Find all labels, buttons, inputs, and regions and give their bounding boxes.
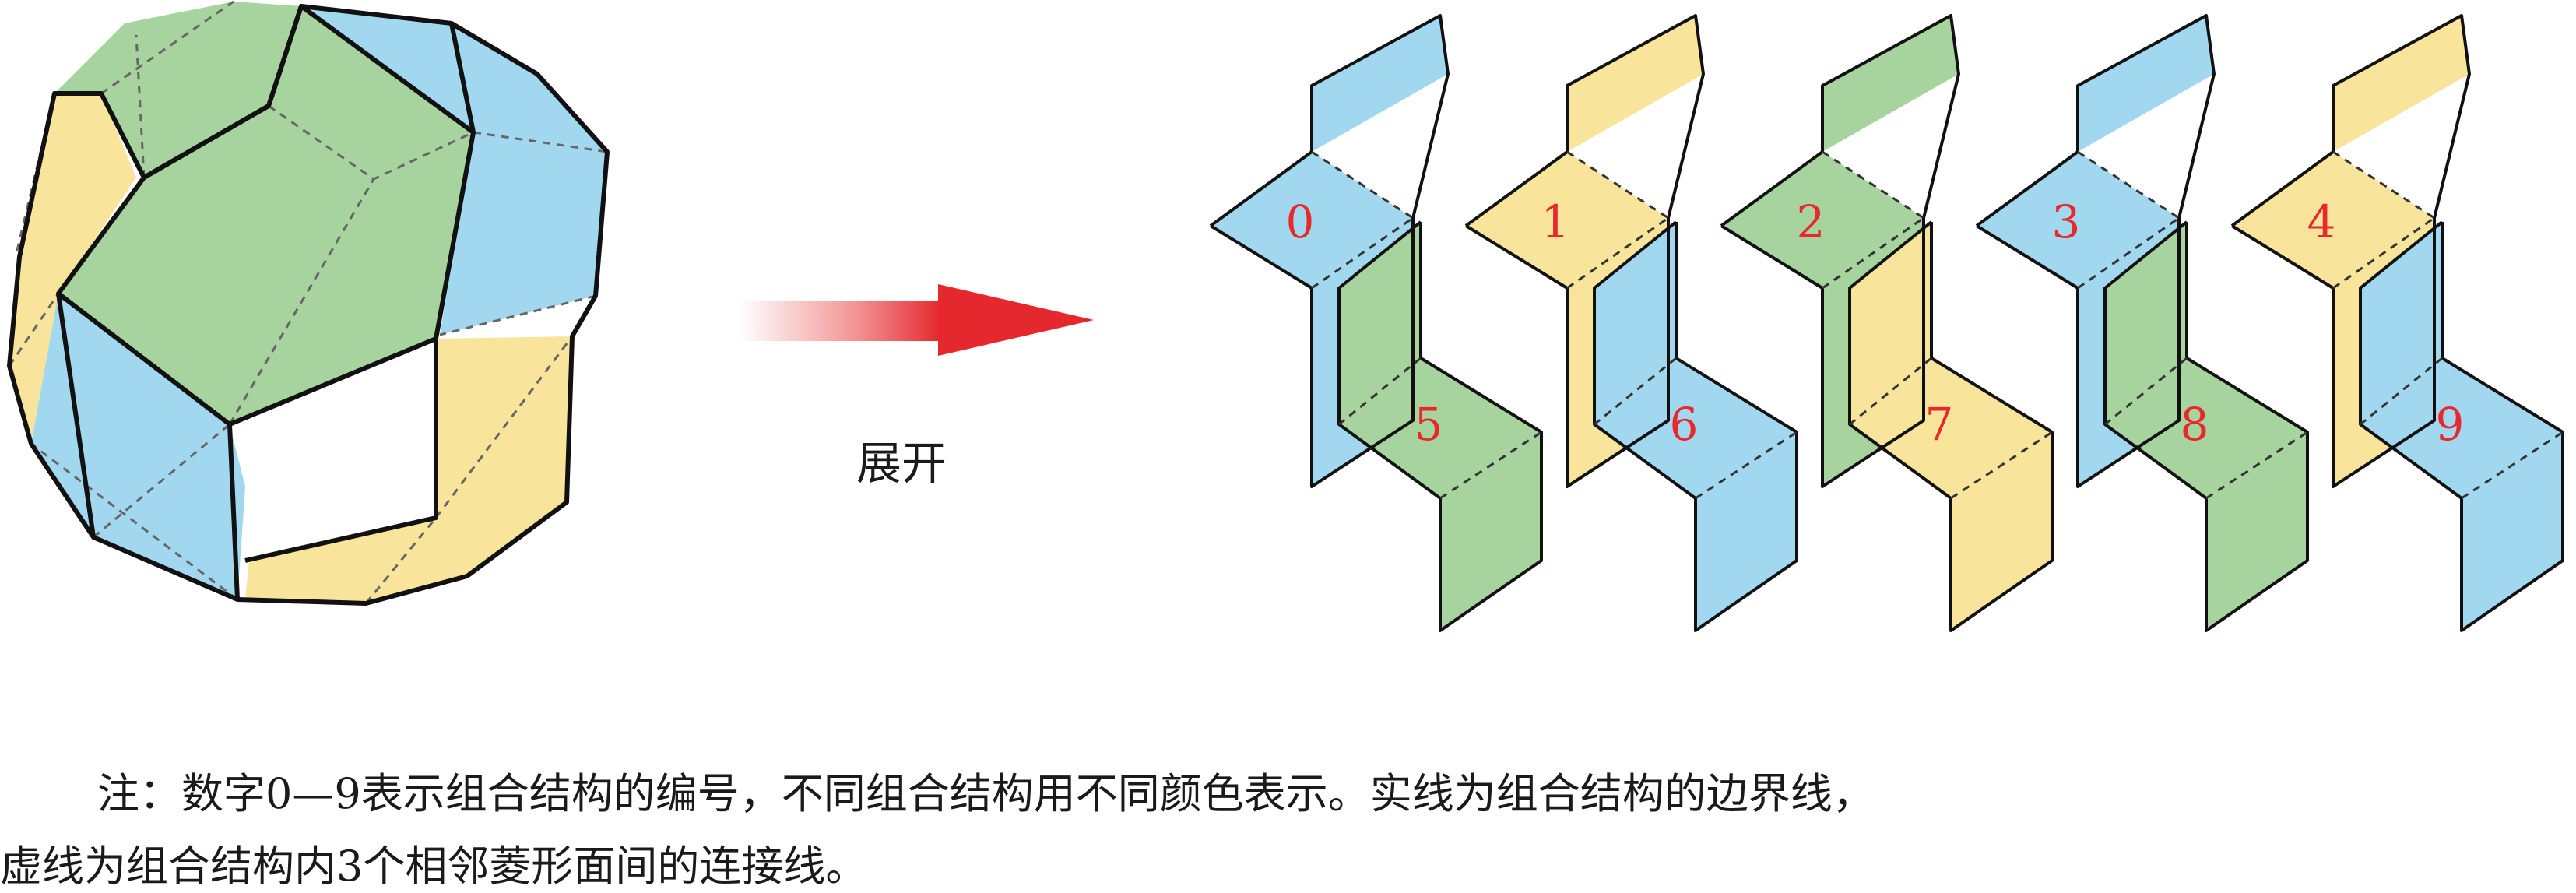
net-outline-bottom-1	[1593, 220, 1798, 632]
unfold-label: 展开	[856, 437, 947, 490]
net-number-2: 2	[1797, 195, 1826, 248]
poly-face-yellow-bottom-right	[245, 336, 572, 603]
net-number-4: 4	[2307, 195, 2336, 248]
net-dash-a-1	[1566, 150, 1669, 220]
net-dash-d-1	[1695, 431, 1798, 500]
net-b-center-4	[2360, 358, 2563, 498]
net-dash-b-4	[2332, 216, 2435, 290]
net-dash-b-2	[1822, 216, 1924, 290]
net-dash-c-2	[1849, 357, 1932, 426]
net-dash-c-0	[1338, 357, 1422, 426]
net-outline-top-2	[1720, 14, 1960, 488]
net-dash-b-3	[2077, 216, 2180, 290]
net-dash-a-3	[2077, 150, 2180, 220]
net-number-8: 8	[2181, 398, 2209, 451]
net-outline-bottom-0	[1337, 220, 1543, 632]
net-top-4	[2333, 16, 2469, 152]
net-b-center-3	[2105, 358, 2307, 498]
net-outline-bottom-2	[1848, 220, 2054, 632]
net-top-2	[1822, 16, 1959, 152]
net-dash-b-1	[1566, 216, 1669, 290]
net-b-center-2	[1850, 358, 2052, 498]
unfolded-net: 0 1 2 3 4 5 6 7 8 9	[1209, 14, 2564, 632]
net-dash-d-2	[1950, 431, 2053, 500]
net-dash-a-2	[1822, 150, 1924, 220]
poly-face-green-center	[58, 6, 473, 424]
net-dash-d-4	[2461, 431, 2564, 500]
net-outline-top-3	[1975, 14, 2216, 488]
net-dash-d-0	[1439, 431, 1542, 500]
net-dash-b-0	[1311, 216, 1414, 290]
net-b-center-0	[1339, 358, 1541, 498]
net-number-7: 7	[1925, 398, 1954, 451]
net-top-1	[1567, 16, 1703, 152]
net-number-3: 3	[2052, 195, 2081, 248]
net-number-6: 6	[1670, 398, 1699, 451]
net-outline-top-1	[1464, 14, 1705, 488]
net-number-9: 9	[2436, 398, 2465, 451]
poly-face-green-top-left	[54, 2, 301, 178]
net-top-3	[2078, 16, 2214, 152]
caption-line-1: 注：数字0—9表示组合结构的编号，不同组合结构用不同颜色表示。实线为组合结构的边…	[97, 769, 1875, 818]
net-outline-bottom-4	[2359, 220, 2564, 632]
net-dash-c-4	[2360, 357, 2443, 426]
net-dash-d-3	[2205, 431, 2308, 500]
net-dash-a-4	[2332, 150, 2435, 220]
net-outline-top-4	[2230, 14, 2471, 488]
net-number-5: 5	[1415, 398, 1443, 451]
unfold-arrow	[740, 284, 1094, 356]
net-dash-c-3	[2104, 357, 2188, 426]
poly-face-yellow-left	[9, 93, 136, 444]
net-b-center-1	[1594, 358, 1797, 498]
caption-line-2: 虚线为组合结构内3个相邻菱形面间的连接线。	[0, 842, 868, 891]
net-outline-top-0	[1209, 14, 1450, 488]
net-dash-a-0	[1311, 150, 1414, 220]
net-number-0: 0	[1286, 195, 1315, 248]
net-outline-bottom-3	[2103, 220, 2309, 632]
polyhedron-3d	[7, 0, 610, 606]
net-top-0	[1312, 16, 1448, 152]
net-number-1: 1	[1541, 195, 1570, 248]
poly-face-blue-top-right	[301, 6, 607, 335]
net-dash-c-1	[1594, 357, 1677, 426]
